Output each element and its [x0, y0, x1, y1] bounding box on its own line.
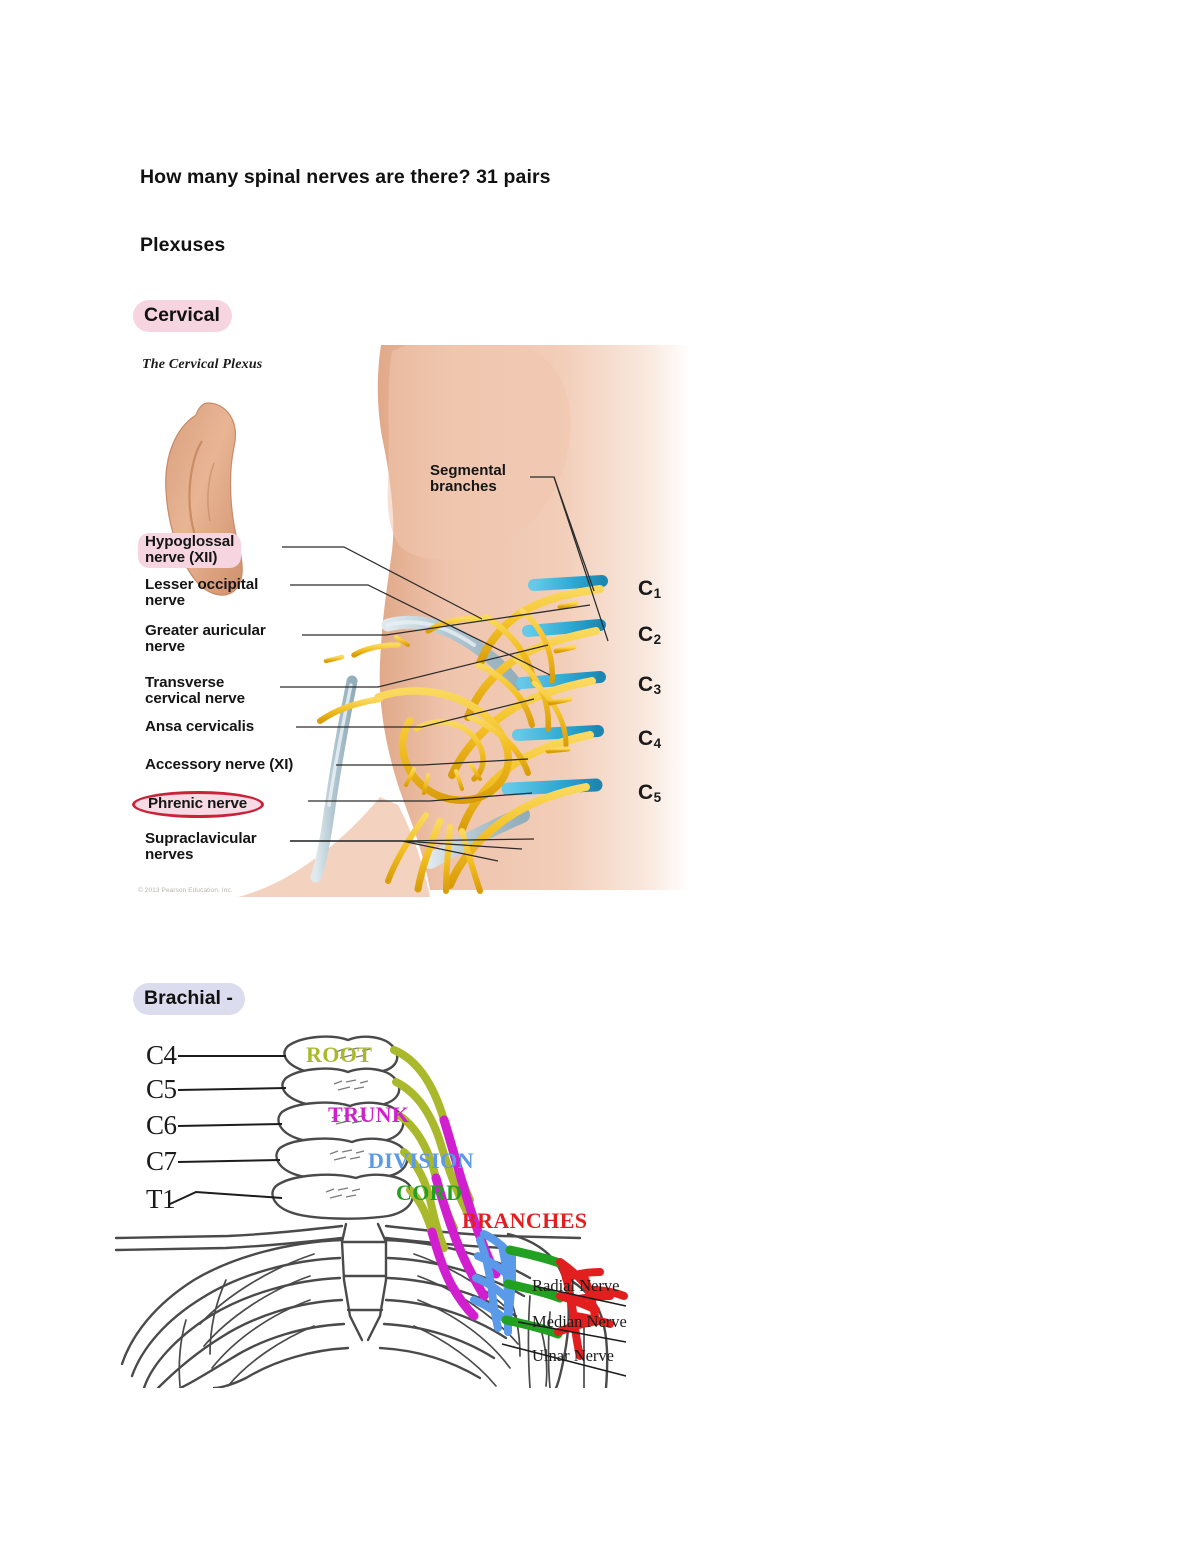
pearson-credit: © 2013 Pearson Education, Inc.	[138, 887, 233, 894]
label-greater-auricular-nerve: Greater auricular nerve	[145, 622, 266, 656]
highlighted-tag-cervical: Cervical	[133, 300, 232, 332]
label-supraclavicular-nerves: Supraclavicular nerves	[145, 830, 257, 864]
nerve-label-ulnar: Ulnar Nerve	[532, 1346, 615, 1365]
vertebra-label-c4: C4	[146, 1040, 177, 1070]
segment-label-root: ROOT	[306, 1042, 373, 1067]
cervical-figure-title: The Cervical Plexus	[142, 357, 263, 372]
vertebra-label-c7: C7	[146, 1146, 177, 1176]
cervical-plexus-figure: The Cervical Plexus Segmental branches H…	[130, 345, 690, 900]
label-ansa-cervicalis: Ansa cervicalis	[145, 718, 255, 735]
question-line: How many spinal nerves are there? 31 pai…	[140, 166, 551, 188]
root-label-c5: C5	[638, 781, 662, 805]
section-heading-plexuses: Plexuses	[140, 234, 226, 256]
segment-label-trunk: TRUNK	[328, 1102, 410, 1127]
segmental-branches-label: Segmental branches	[430, 462, 506, 496]
nerve-leader-lines	[501, 1285, 627, 1377]
label-phrenic-nerve: Phrenic nerve	[132, 791, 265, 819]
segment-label-cord: CORD	[396, 1180, 463, 1205]
vertebra-label-c6: C6	[146, 1110, 177, 1140]
vertebra-c4	[283, 1035, 399, 1076]
vertebra-label-c5: C5	[146, 1074, 177, 1104]
cervical-nerve-network	[317, 585, 604, 894]
segment-label-branches: BRANCHES	[462, 1208, 588, 1233]
highlighted-tag-brachial: Brachial -	[133, 983, 245, 1015]
brachial-plexus-figure: C4 C5 C6 C7 T1 ROOT TRUNK DIVISION CORD …	[110, 1028, 670, 1388]
root-label-c3: C3	[638, 673, 662, 697]
brachial-plexus-illustration	[114, 1035, 628, 1388]
vertebra-c7	[275, 1137, 409, 1181]
label-accessory-nerve: Accessory nerve (XI)	[145, 756, 294, 773]
vertebra-leader-lines	[169, 1055, 287, 1205]
label-transverse-cervical-nerve: Transverse cervical nerve	[145, 674, 245, 708]
segment-label-division: DIVISION	[368, 1148, 474, 1173]
root-label-c2: C2	[638, 623, 662, 647]
vertebra-c5	[281, 1067, 401, 1109]
nerve-label-radial: Radial Nerve	[532, 1276, 620, 1295]
root-label-c1: C1	[638, 577, 662, 601]
root-label-c4: C4	[638, 727, 662, 751]
vertebra-label-t1: T1	[146, 1184, 176, 1214]
leader-lines	[280, 476, 609, 862]
nerve-label-median: Median Nerve	[532, 1312, 627, 1331]
vertebra-t1	[271, 1173, 414, 1220]
plexus-colored-segments	[390, 1046, 628, 1360]
label-lesser-occipital-nerve: Lesser occipital nerve	[145, 576, 259, 610]
cervical-plexus-illustration	[165, 345, 690, 897]
label-hypoglossal-nerve: Hypoglossal nerve (XII)	[138, 533, 242, 568]
